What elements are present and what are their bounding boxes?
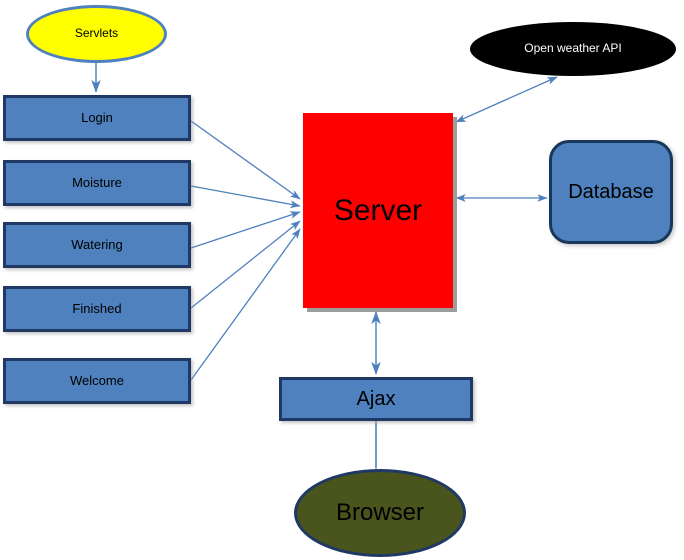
edge-finished-server bbox=[190, 220, 301, 309]
node-ajax-label: Ajax bbox=[356, 388, 396, 410]
node-server[interactable]: Server bbox=[303, 113, 453, 308]
node-open-weather-api-label: Open weather API bbox=[524, 41, 622, 56]
node-moisture[interactable]: Moisture bbox=[3, 160, 191, 206]
node-watering[interactable]: Watering bbox=[3, 222, 191, 268]
node-finished[interactable]: Finished bbox=[3, 286, 191, 332]
node-browser[interactable]: Browser bbox=[294, 469, 466, 557]
node-database-label: Database bbox=[568, 181, 654, 203]
node-browser-label: Browser bbox=[335, 498, 425, 526]
node-welcome-label: Welcome bbox=[70, 372, 124, 388]
node-servlets-label: Servlets bbox=[74, 26, 119, 41]
edge-welcome-server bbox=[190, 228, 301, 381]
edge-watering-server bbox=[190, 211, 301, 249]
node-moisture-label: Moisture bbox=[72, 174, 122, 190]
edge-server-open-weather-api bbox=[455, 76, 558, 123]
node-welcome[interactable]: Welcome bbox=[3, 358, 191, 404]
node-login-label: Login bbox=[81, 109, 113, 125]
node-watering-label: Watering bbox=[71, 236, 123, 252]
node-ajax[interactable]: Ajax bbox=[279, 377, 473, 421]
node-login[interactable]: Login bbox=[3, 95, 191, 141]
node-open-weather-api[interactable]: Open weather API bbox=[470, 22, 676, 76]
node-database[interactable]: Database bbox=[549, 140, 673, 244]
edge-moisture-server bbox=[190, 185, 301, 209]
node-servlets[interactable]: Servlets bbox=[26, 5, 167, 63]
node-finished-label: Finished bbox=[72, 300, 122, 316]
edge-login-server bbox=[190, 120, 301, 200]
node-server-label: Server bbox=[333, 194, 423, 227]
